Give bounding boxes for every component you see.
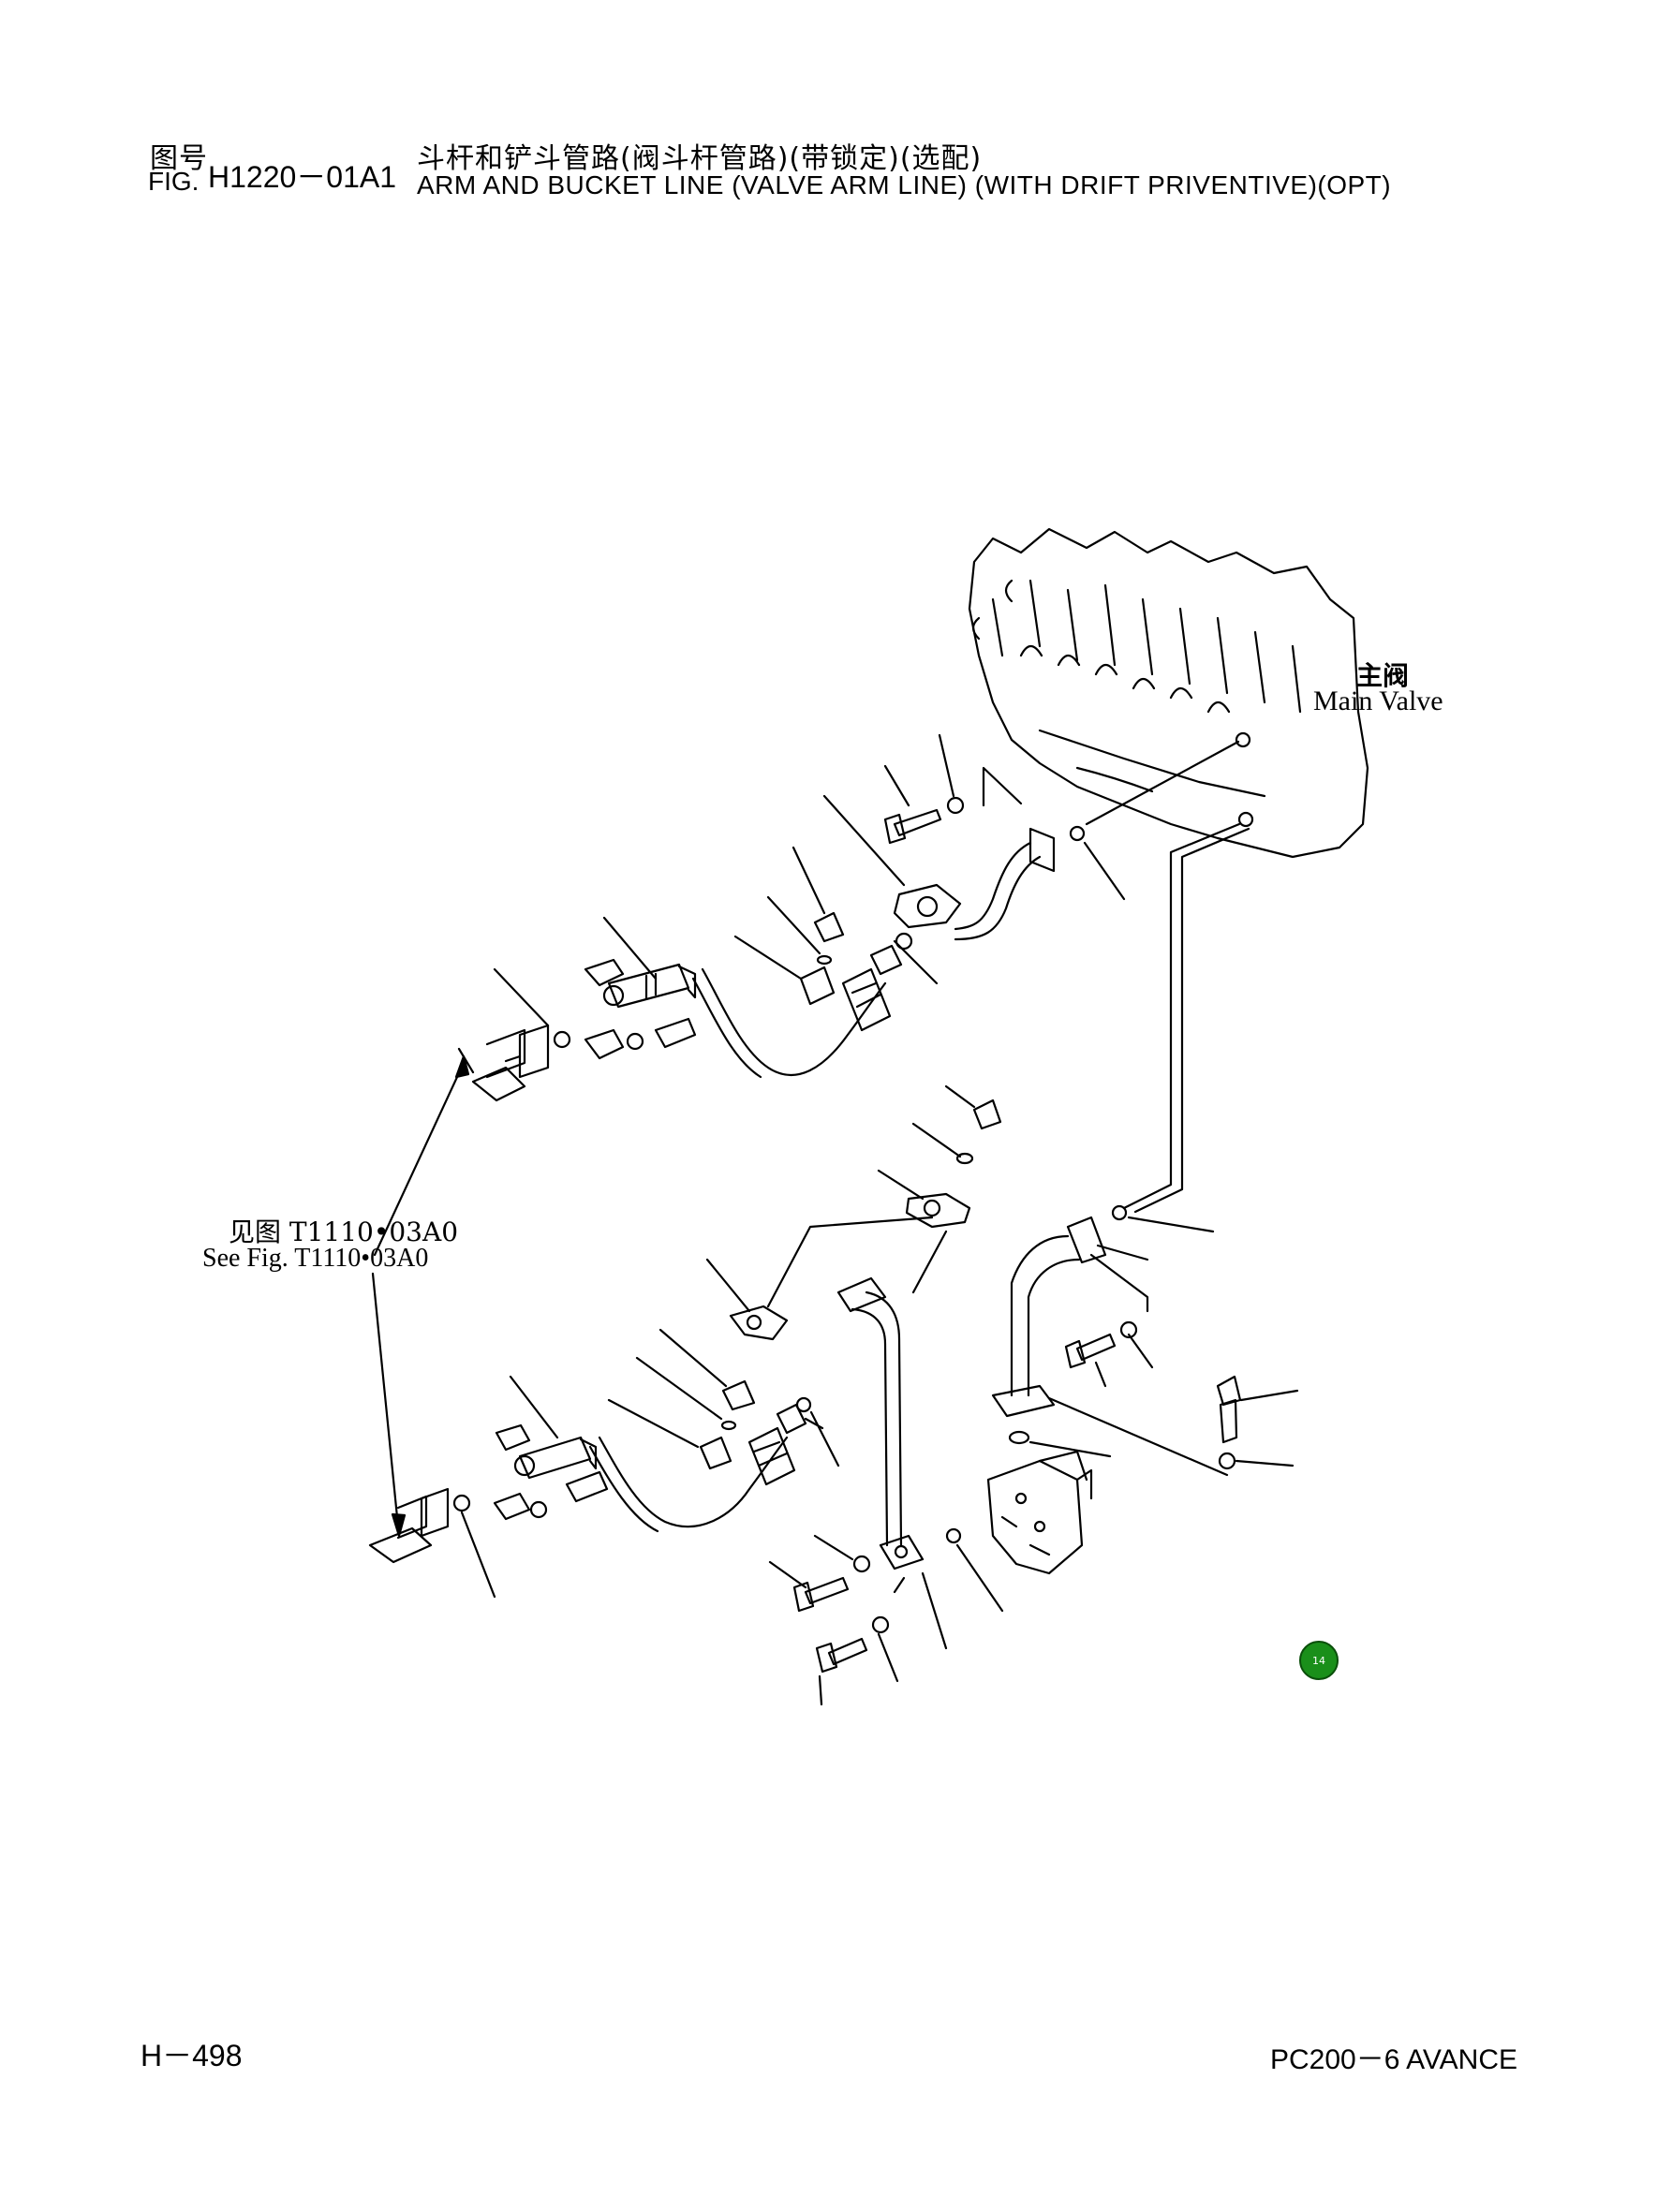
- page-badge[interactable]: 14: [1299, 1641, 1339, 1680]
- bolt: [815, 1637, 868, 1674]
- title-cn: 斗杆和铲斗管路(阀斗杆管路)(带锁定)(选配): [417, 142, 983, 175]
- nut: [654, 1017, 697, 1049]
- leader-line: [893, 1543, 1004, 1650]
- fitting-small: [699, 1379, 756, 1470]
- upper-hose: [691, 932, 913, 1079]
- leader-line: [768, 1534, 899, 1706]
- leader-line: [705, 1084, 976, 1313]
- arrow-head: [391, 1512, 407, 1538]
- bolt: [1064, 1333, 1117, 1369]
- bolt: [792, 1576, 850, 1613]
- fig-label-cn: 图号: [150, 142, 208, 175]
- title-en: ARM AND BUCKET LINE (VALVE ARM LINE) (WI…: [417, 170, 1392, 199]
- o-ring: [452, 1494, 471, 1512]
- arrow-line: [373, 1061, 466, 1257]
- o-ring: [945, 1527, 962, 1544]
- leader-line: [457, 967, 550, 1074]
- fitting-small: [799, 911, 845, 1006]
- leader-line: [607, 1328, 728, 1449]
- lower-elbow-pipe: [991, 1216, 1107, 1418]
- leader-line: [602, 916, 658, 981]
- see-fig-label-cn: 见图 T1110•03A0: [229, 1217, 459, 1247]
- o-ring: [1111, 1204, 1128, 1221]
- leader-line: [733, 846, 826, 981]
- o-ring: [1008, 1430, 1030, 1445]
- upper-cylinder: [471, 1024, 550, 1102]
- leader-line: [1028, 1440, 1112, 1458]
- main-valve-label-cn: 主阀: [1356, 660, 1410, 691]
- washer: [871, 1615, 890, 1634]
- clamp-plate: [729, 1192, 971, 1341]
- leader-line: [1047, 1253, 1229, 1477]
- washer: [955, 1152, 974, 1165]
- elbow-fitting: [602, 963, 697, 1009]
- washer: [1119, 1320, 1138, 1339]
- lower-hose: [588, 1396, 812, 1533]
- washer: [626, 1032, 644, 1051]
- washer: [946, 796, 965, 815]
- long-pipe: [1122, 822, 1250, 1214]
- upper-tube: [893, 827, 1056, 941]
- nut: [565, 1470, 609, 1503]
- clamp-half: [493, 1423, 531, 1521]
- bolt: [883, 808, 942, 845]
- page-number: H－498: [141, 2039, 243, 2072]
- leader-line: [509, 1375, 559, 1439]
- o-ring: [1069, 825, 1086, 842]
- lower-pipe: [836, 1276, 925, 1571]
- main-valve: [968, 527, 1369, 859]
- leader-line: [982, 766, 1023, 807]
- drift-prevention-valve: [986, 1450, 1093, 1575]
- bolt: [1216, 1375, 1242, 1444]
- see-fig-label-en: See Fig. T1110•03A0: [202, 1244, 429, 1273]
- leader-line: [804, 1410, 840, 1467]
- arrow-line: [371, 1272, 400, 1528]
- leader-line: [1096, 1216, 1215, 1261]
- leader-line: [1094, 1333, 1154, 1388]
- leader-line: [883, 733, 1126, 901]
- leader-line: [460, 1511, 496, 1599]
- washer: [1218, 1452, 1236, 1470]
- fig-label-en: FIG.: [148, 167, 200, 196]
- model-name: PC200－6 AVANCE: [1270, 2044, 1518, 2075]
- lower-cylinder: [368, 1487, 450, 1564]
- o-ring: [553, 1030, 571, 1049]
- leader-line: [822, 794, 906, 887]
- fig-code: H1220－01A1: [208, 160, 397, 194]
- leader-line: [893, 939, 939, 985]
- bolt: [972, 1099, 1002, 1130]
- leader-line: [1085, 740, 1240, 826]
- clamp-half: [584, 958, 625, 1060]
- leader-line: [1235, 1389, 1299, 1467]
- arrow-head: [454, 1054, 470, 1079]
- main-valve-label-en: Main Valve: [1313, 686, 1443, 716]
- washer: [852, 1555, 871, 1573]
- elbow-fitting: [513, 1436, 598, 1480]
- washer: [529, 1500, 548, 1519]
